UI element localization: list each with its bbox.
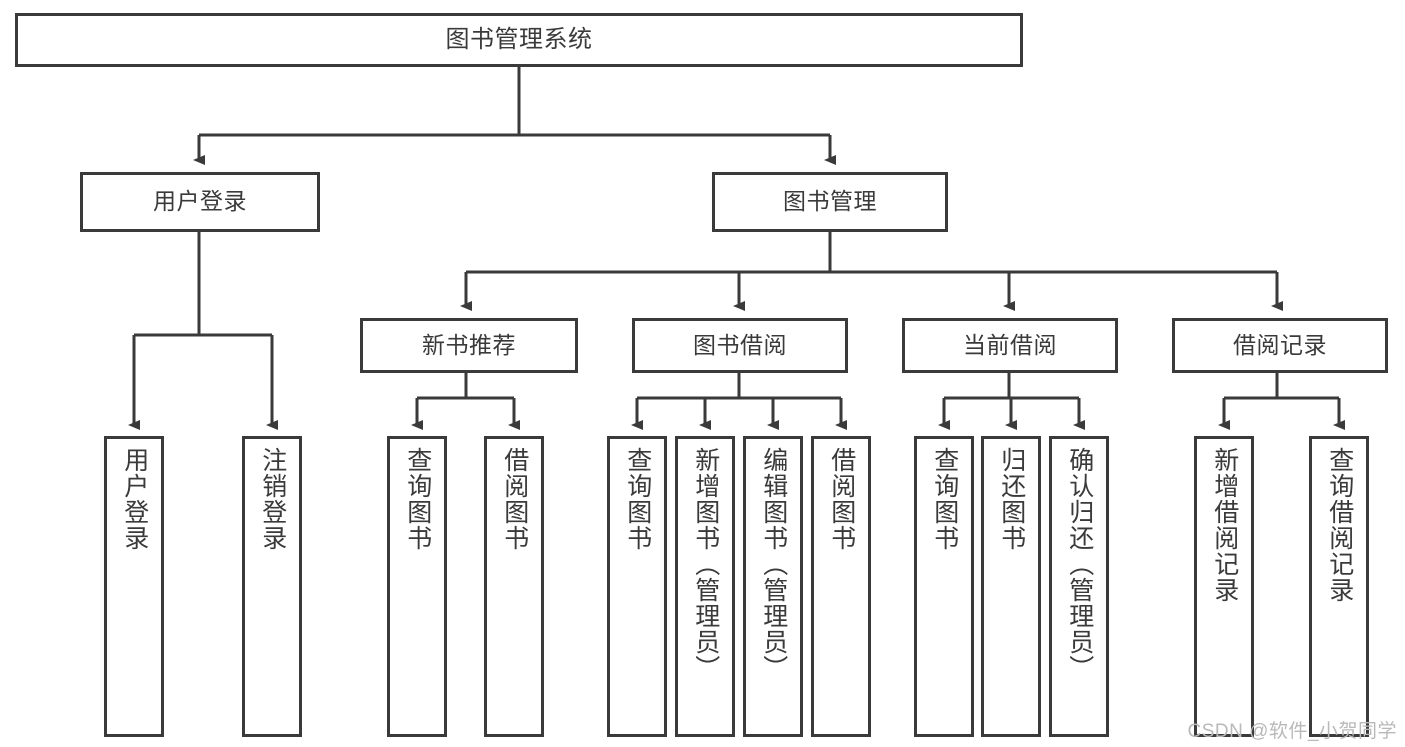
leaf-label: 新增借阅记录 (1210, 447, 1239, 603)
node-label: 图书管理系统 (445, 25, 593, 53)
node-label: 用户登录 (153, 188, 247, 215)
node-label: 新书推荐 (422, 331, 516, 358)
leaf-label: 借阅图书 (827, 447, 856, 551)
leaf-query-book-recommend[interactable]: 查询图书 (387, 436, 447, 737)
leaf-query-borrow-record[interactable]: 查询借阅记录 (1309, 436, 1369, 737)
node-book-borrow[interactable]: 图书借阅 (632, 318, 848, 373)
leaf-label: 查询借阅记录 (1325, 447, 1354, 603)
leaf-label: 编辑图书（管理员） (759, 447, 788, 681)
watermark-text: CSDN @软件_小贺同学 (1187, 721, 1397, 742)
leaf-label: 查询图书 (930, 447, 959, 551)
leaf-label: 新增图书（管理员） (691, 447, 720, 681)
leaf-label: 查询图书 (623, 447, 652, 551)
node-user-login[interactable]: 用户登录 (80, 172, 320, 232)
node-current-borrow[interactable]: 当前借阅 (902, 318, 1118, 373)
leaf-label: 用户登录 (120, 447, 149, 551)
leaf-label: 查询图书 (403, 447, 432, 551)
leaf-edit-book-admin[interactable]: 编辑图书（管理员） (743, 436, 803, 737)
leaf-logout-login[interactable]: 注销登录 (242, 436, 302, 737)
leaf-query-book-borrow[interactable]: 查询图书 (607, 436, 667, 737)
leaf-label: 借阅图书 (500, 447, 529, 551)
node-new-book-recommend[interactable]: 新书推荐 (360, 318, 578, 373)
node-label: 当前借阅 (963, 331, 1057, 358)
leaf-label: 注销登录 (258, 447, 287, 551)
node-label: 借阅记录 (1233, 331, 1327, 358)
node-book-management[interactable]: 图书管理 (712, 172, 948, 232)
leaf-label: 归还图书 (997, 447, 1026, 551)
node-label: 图书借阅 (693, 331, 787, 358)
leaf-label: 确认归还（管理员） (1065, 447, 1094, 681)
leaf-add-borrow-record[interactable]: 新增借阅记录 (1194, 436, 1254, 737)
leaf-add-book-admin[interactable]: 新增图书（管理员） (675, 436, 735, 737)
leaf-confirm-return-admin[interactable]: 确认归还（管理员） (1049, 436, 1109, 737)
node-label: 图书管理 (783, 188, 877, 215)
leaf-borrow-book-recommend[interactable]: 借阅图书 (484, 436, 544, 737)
leaf-return-book[interactable]: 归还图书 (981, 436, 1041, 737)
leaf-query-book-current[interactable]: 查询图书 (914, 436, 974, 737)
leaf-borrow-book[interactable]: 借阅图书 (811, 436, 871, 737)
node-borrow-record[interactable]: 借阅记录 (1172, 318, 1388, 373)
leaf-user-login[interactable]: 用户登录 (104, 436, 164, 737)
node-book-management-system[interactable]: 图书管理系统 (15, 13, 1023, 67)
